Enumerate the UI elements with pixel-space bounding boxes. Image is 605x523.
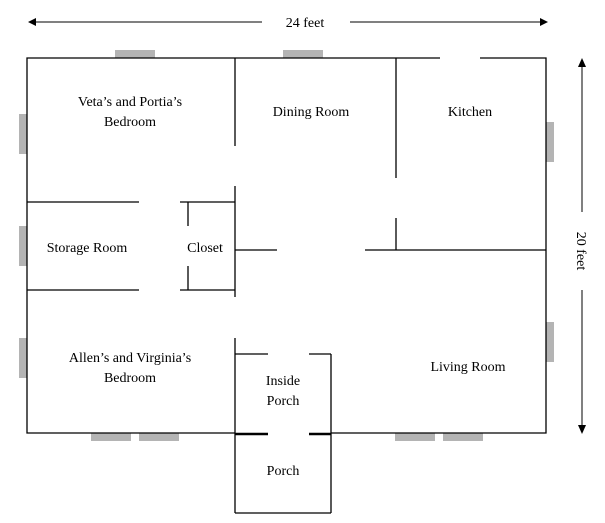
window (395, 433, 435, 441)
arrow-right-icon (540, 18, 548, 26)
room-kitchen: Kitchen (448, 105, 492, 120)
room-inside-porch: Inside Porch (266, 374, 300, 409)
height-label: 20 feet (573, 232, 588, 271)
arrow-left-icon (28, 18, 36, 26)
room-label: Veta’s and Portia’s (78, 95, 182, 110)
window (283, 50, 323, 58)
width-dimension: 24 feet (28, 16, 548, 31)
room-dining: Dining Room (273, 105, 350, 120)
room-label: Allen’s and Virginia’s (69, 351, 191, 366)
room-living: Living Room (430, 360, 505, 375)
room-porch: Porch (267, 464, 300, 479)
window (546, 322, 554, 362)
width-label: 24 feet (286, 16, 325, 31)
window (115, 50, 155, 58)
window (139, 433, 179, 441)
room-label: Bedroom (104, 371, 156, 386)
room-closet: Closet (187, 241, 223, 256)
room-storage: Storage Room (47, 241, 128, 256)
window (443, 433, 483, 441)
room-allen-virginia-bedroom: Allen’s and Virginia’s Bedroom (69, 351, 191, 386)
room-label: Bedroom (104, 115, 156, 130)
window (91, 433, 131, 441)
window (19, 338, 27, 378)
height-dimension: 20 feet (573, 58, 588, 434)
window (546, 122, 554, 162)
room-veta-portia-bedroom: Veta’s and Portia’s Bedroom (78, 95, 182, 130)
walls (26, 57, 547, 514)
arrow-down-icon (578, 425, 586, 434)
room-label: Porch (267, 394, 300, 409)
windows (19, 50, 554, 441)
room-label: Inside (266, 374, 300, 389)
window (19, 226, 27, 266)
window (19, 114, 27, 154)
arrow-up-icon (578, 58, 586, 67)
